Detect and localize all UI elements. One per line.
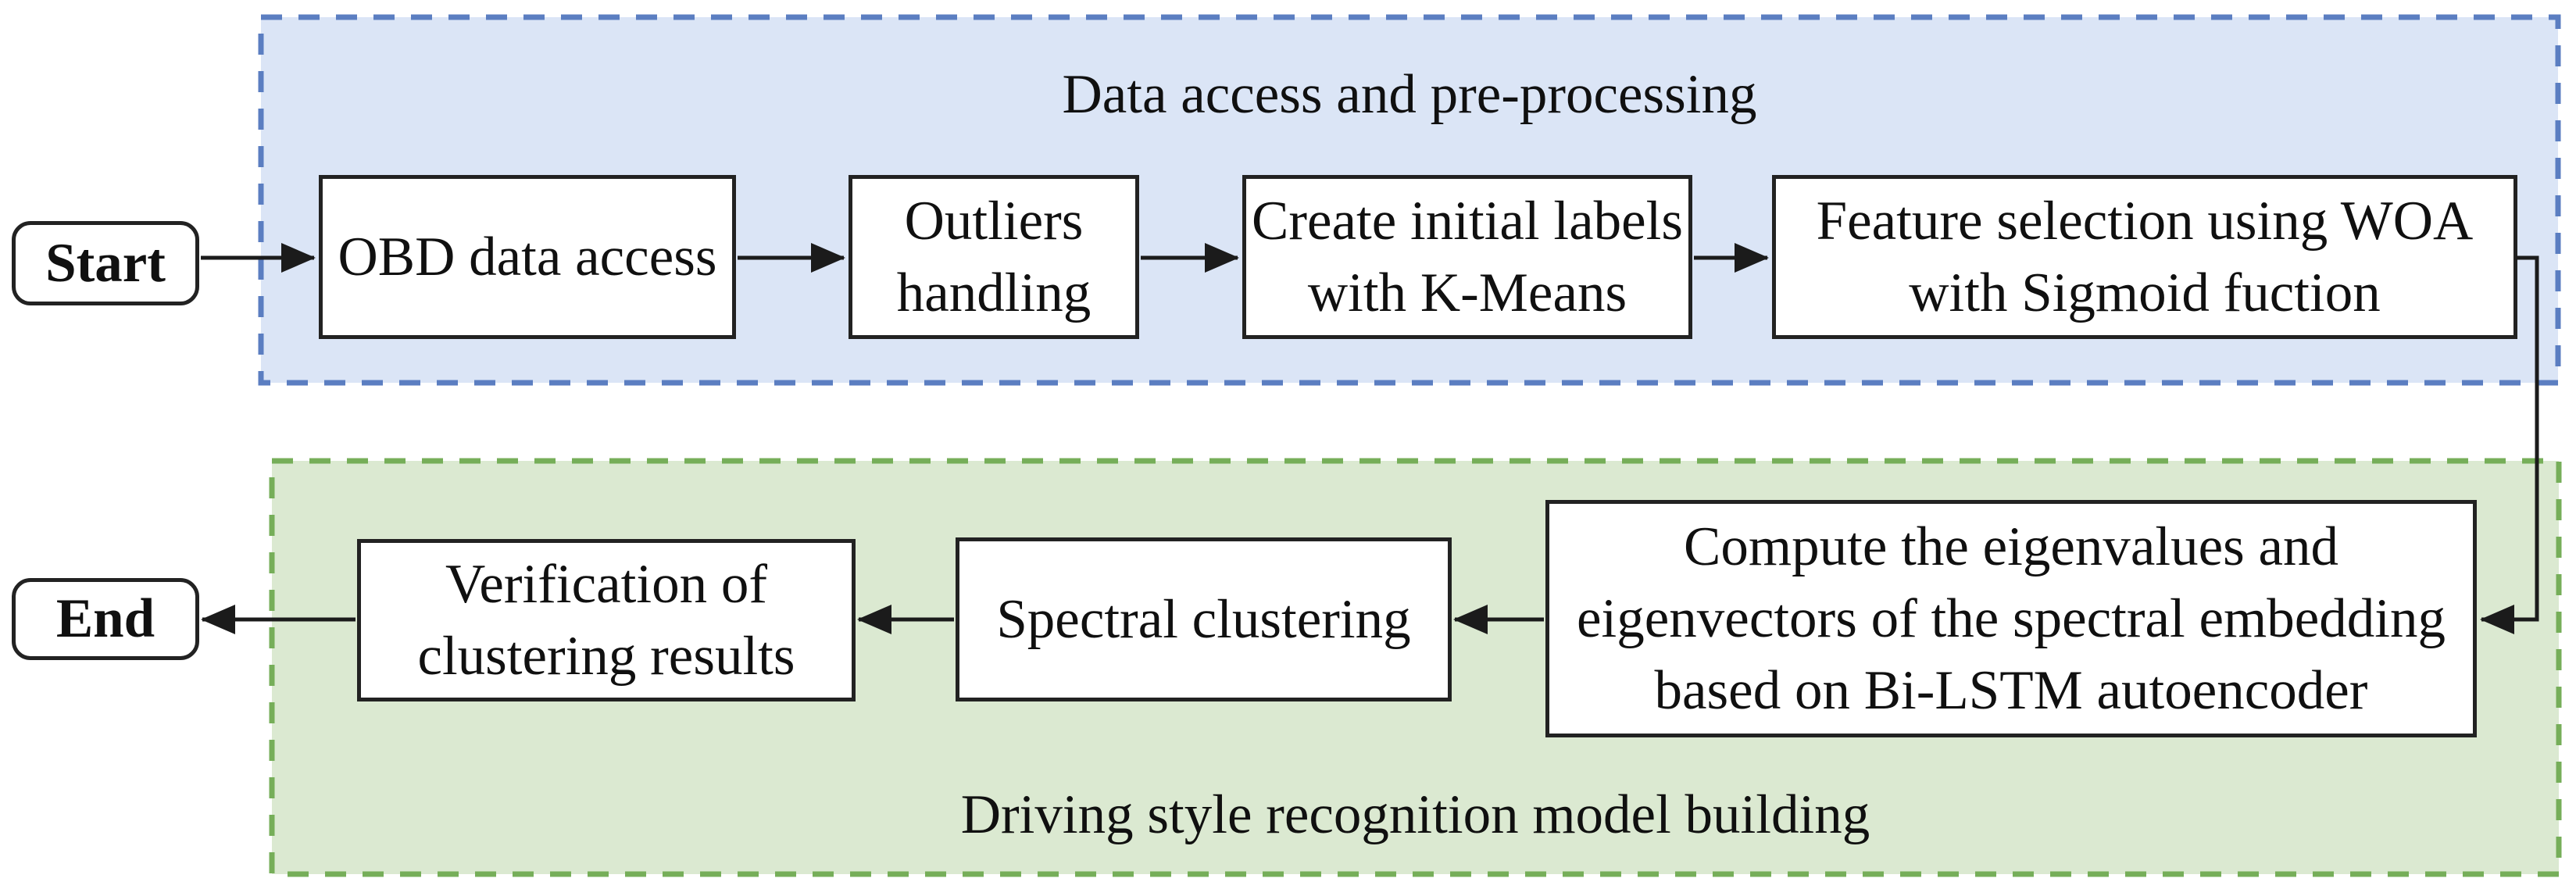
node-start: Start: [12, 221, 199, 305]
arrow-feature-selection-to-compute-eigen: [2480, 255, 2539, 634]
node-obd-data-access: OBD data access: [319, 175, 736, 339]
region-title-preprocessing: Data access and pre-processing: [1062, 64, 1757, 125]
region-model-building-border: [269, 458, 2562, 877]
node-outliers-handling: Outliers handling: [849, 175, 1139, 339]
node-end: End: [12, 578, 199, 660]
node-compute-eigen-bilstm: Compute the eigenvalues and eigenvectors…: [1545, 500, 2477, 737]
node-verification-clustering-results: Verification of clustering results: [357, 539, 856, 701]
node-create-initial-labels-kmeans: Create initial labels with K-Means: [1242, 175, 1692, 339]
region-title-model-building: Driving style recognition model building: [960, 784, 1870, 845]
node-feature-selection-woa: Feature selection using WOA with Sigmoid…: [1772, 175, 2517, 339]
region-preprocessing-border: [258, 14, 2561, 386]
node-spectral-clustering: Spectral clustering: [956, 537, 1452, 701]
